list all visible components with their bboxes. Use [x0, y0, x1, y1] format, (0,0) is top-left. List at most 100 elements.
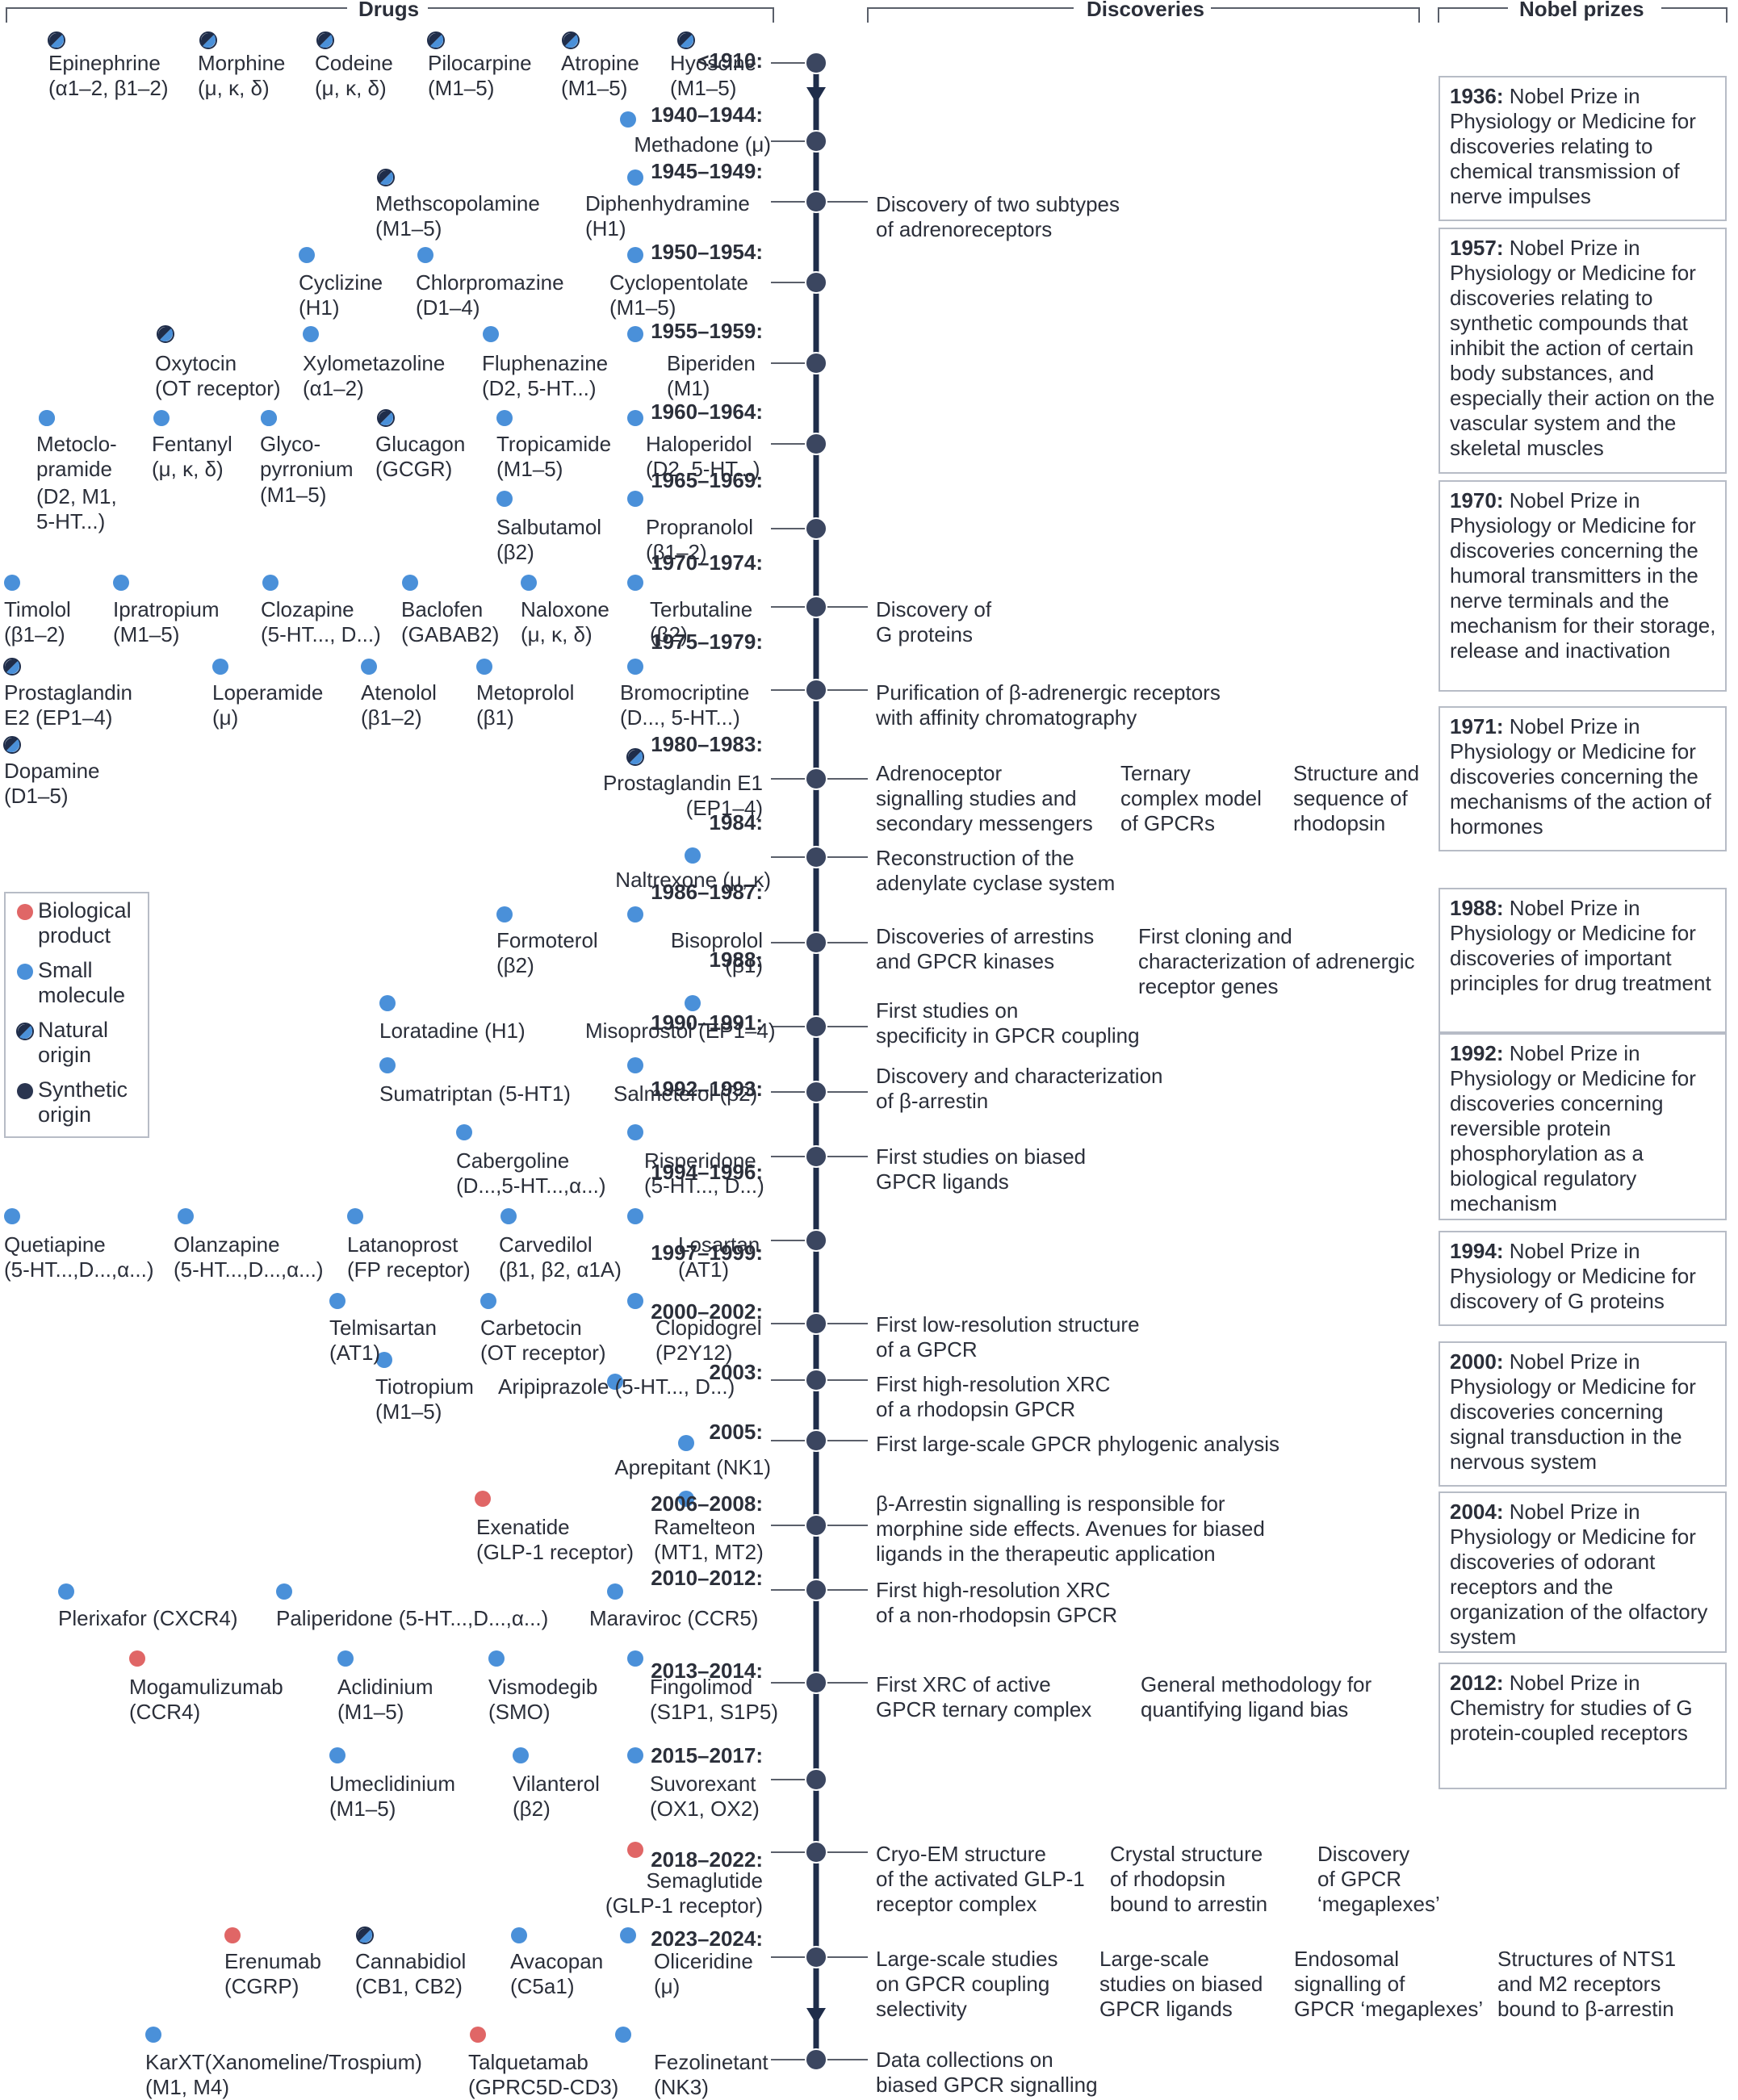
drug-name: Suvorexant — [650, 1772, 756, 1796]
small-molecule-icon — [627, 1650, 643, 1667]
drug-item: Glyco-pyrronium — [260, 432, 354, 482]
legend: Biological product Small molecule Natura… — [4, 892, 149, 1138]
drug-name: Aprepitant (NK1) — [614, 1455, 771, 1479]
discovery-text: First high-resolution XRC — [876, 1372, 1111, 1396]
drug-name: Timolol — [4, 597, 71, 621]
drug-target: (μ, κ, δ) — [152, 457, 224, 481]
drug-item: Cyclopentolate(M1–5) — [609, 270, 748, 320]
year-label: 2015–2017: — [651, 1743, 763, 1767]
drug-item: Methscopolamine(M1–5) — [375, 191, 540, 241]
drug-item: Carvedilol(β1, β2, α1A) — [499, 1232, 622, 1282]
natural-origin-fill — [565, 35, 578, 48]
small-molecule-icon — [620, 111, 636, 128]
timeline-nodes — [805, 52, 827, 2071]
natural-origin-fill — [380, 172, 393, 185]
drug-item: Cabergoline(D...,5-HT...,α...) — [456, 1148, 605, 1199]
drug-item: Baclofen(GABAB2) — [401, 597, 499, 647]
drug-item: Ramelteon(MT1, MT2) — [654, 1515, 764, 1565]
drug-name: Maraviroc (CCR5) — [589, 1606, 759, 1630]
drug-name: Loratadine (H1) — [379, 1019, 526, 1043]
drug-target: (M1–5) — [609, 295, 676, 320]
drug-item: Mogamulizumab(CCR4) — [129, 1675, 283, 1725]
discovery-text: of adrenoreceptors — [876, 217, 1053, 241]
timeline-node — [805, 433, 827, 455]
biological-icon — [470, 2027, 486, 2043]
discovery-text: of the activated GLP-1 — [876, 1867, 1085, 1891]
timeline-node — [805, 768, 827, 790]
drug-name: Metoclo- — [36, 432, 117, 456]
biological-icon — [224, 1927, 241, 1943]
drug-item: Cyclizine(H1) — [299, 270, 383, 320]
drug-target: (H1) — [585, 216, 626, 241]
legend-natural: Natural origin — [38, 1018, 109, 1067]
drug-name: Semaglutide — [646, 1868, 763, 1893]
drug-item: Metoprolol(β1) — [476, 680, 574, 730]
drug-target: (M1) — [667, 376, 710, 400]
small-molecule-icon — [678, 1435, 694, 1451]
natural-origin-half — [49, 32, 62, 46]
nobel-text: Nobel Prize in Physiology or Medicine fo… — [1450, 1239, 1696, 1313]
drug-item: Naloxone(μ, κ, δ) — [521, 597, 609, 647]
nobel-year: 1992: — [1450, 1041, 1504, 1065]
discovery-text: Large-scale — [1099, 1947, 1209, 1971]
drug-target: (β1, β2, α1A) — [499, 1257, 622, 1282]
natural-origin-fill — [630, 751, 643, 765]
small-molecule-icon — [511, 1927, 527, 1943]
drug-item: Sumatriptan (5-HT1) — [379, 1081, 571, 1106]
small-molecule-icon — [620, 1927, 636, 1943]
drug-name: Methadone (μ) — [634, 132, 771, 157]
drug-target: (M1–5) — [561, 76, 628, 100]
drug-name: Cabergoline — [456, 1148, 570, 1173]
natural-origin-half — [428, 32, 442, 46]
discovery-text: First large-scale GPCR phylogenic analys… — [876, 1432, 1279, 1456]
legend-icons — [16, 904, 34, 1099]
drug-target: (μ, κ, δ) — [521, 622, 593, 646]
drug-name: Avacopan — [510, 1949, 604, 1973]
drug-item: Formoterol(β2) — [496, 928, 598, 978]
drug-target: (D..., 5-HT...) — [620, 705, 740, 730]
discovery-text: secondary messengers — [876, 811, 1093, 835]
small-molecule-icon — [627, 491, 643, 507]
drug-target: (β2) — [650, 622, 688, 646]
natural-origin-fill — [681, 35, 694, 48]
natural-origin-fill — [359, 1930, 372, 1943]
drugs-header: Drugs — [354, 0, 425, 19]
drug-name: Propranolol — [646, 515, 753, 539]
discovery-text: First high-resolution XRC — [876, 1578, 1111, 1602]
drug-name: Biperiden — [667, 351, 756, 375]
drug-item: Latanoprost(FP receptor) — [347, 1232, 471, 1282]
drug-name: Atropine — [561, 51, 639, 75]
discovery-text: sequence of — [1293, 786, 1408, 810]
drug-item: Aclidinium(M1–5) — [337, 1675, 433, 1725]
drug-item: Talquetamab(GPRC5D-CD3) — [468, 2050, 618, 2100]
drug-name: Paliperidone (5-HT...,D...,α...) — [276, 1606, 549, 1630]
timeline-node — [805, 931, 827, 954]
drug-name: Salbutamol — [496, 515, 602, 539]
drug-item: Fentanyl(μ, κ, δ) — [152, 432, 232, 482]
drug-name: Tiotropium — [375, 1374, 474, 1399]
natural-origin-half — [318, 33, 331, 46]
nobel-year: 2004: — [1450, 1500, 1504, 1524]
legend-small-molecule: Small molecule — [38, 958, 126, 1007]
nobel-year: 1971: — [1450, 714, 1504, 738]
discovery-text: Endosomal — [1294, 1947, 1400, 1971]
drug-item: Oliceridine(μ) — [654, 1949, 753, 1999]
drug-target: (M1–5) — [670, 76, 737, 100]
drug-item: Losartan(AT1) — [678, 1232, 760, 1282]
drug-name: Pilocarpine — [428, 51, 532, 75]
year-label: 1965–1969: — [651, 468, 763, 492]
drug-target: (MT1, MT2) — [654, 1540, 764, 1564]
drug-item: Fluphenazine(D2, 5-HT...) — [482, 351, 608, 401]
drug-name: Fluphenazine — [482, 351, 609, 375]
year-label: 1988: — [709, 948, 764, 972]
drug-target: (μ) — [212, 705, 239, 730]
drug-item: Suvorexant(OX1, OX2) — [650, 1772, 760, 1822]
timeline-node — [805, 1312, 827, 1335]
nobel-year: 1970: — [1450, 488, 1504, 512]
natural-origin-fill — [6, 739, 20, 752]
drug-item: Semaglutide(GLP-1 receptor) — [605, 1868, 763, 1918]
drug-item: Atropine(M1–5) — [561, 51, 639, 101]
drug-item: (M1–5) — [260, 483, 326, 508]
